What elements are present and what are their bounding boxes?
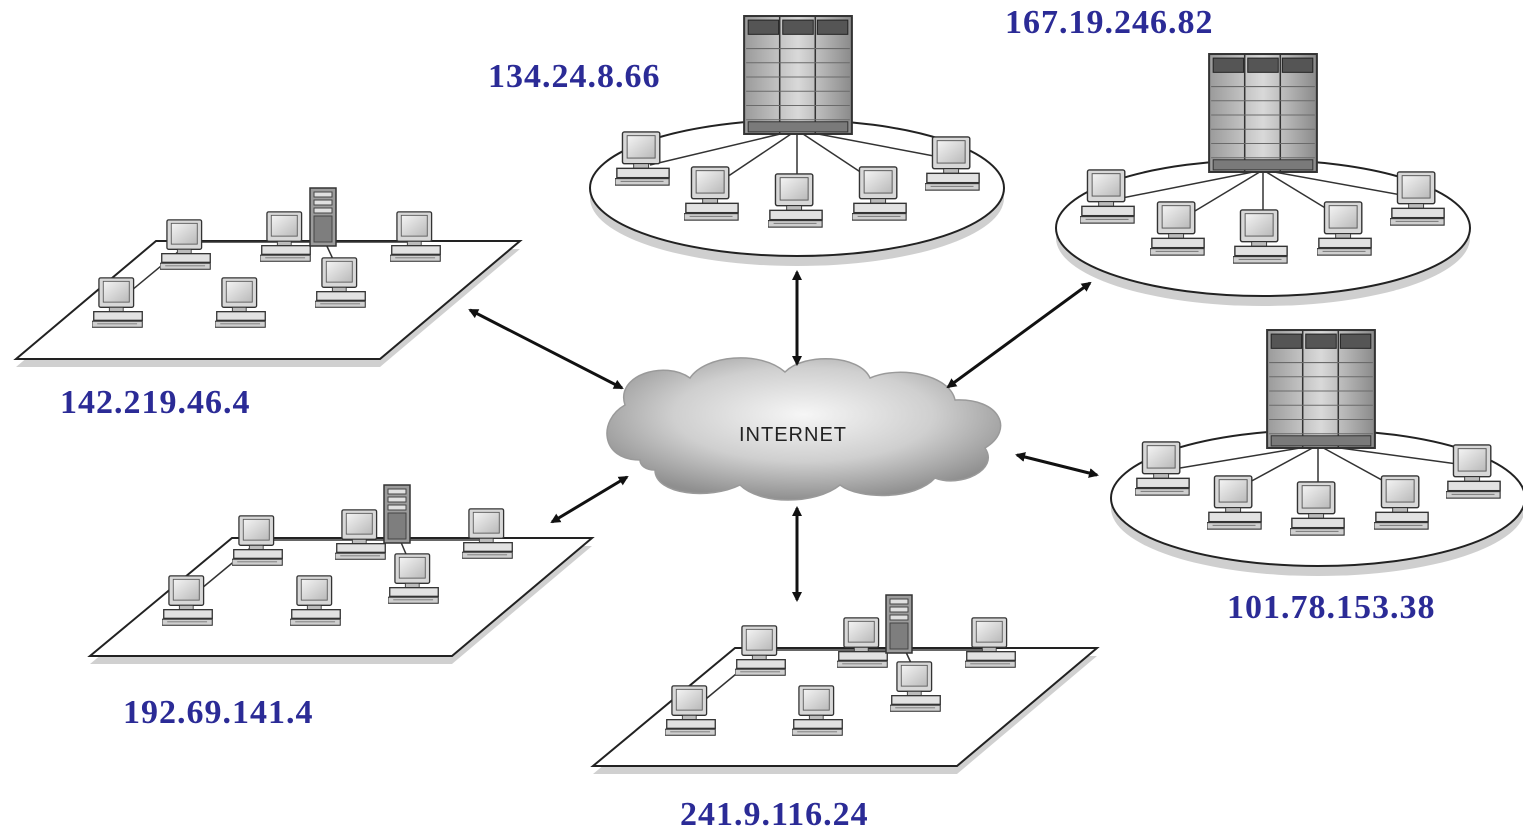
mainframe-rack-icon xyxy=(1208,53,1318,173)
double-arrow-icon xyxy=(550,475,629,524)
address-label-ring-right: 101.78.153.38 xyxy=(1227,589,1436,626)
cloud-icon xyxy=(606,357,1002,501)
double-arrow-icon xyxy=(468,308,624,390)
lan-bottom-left xyxy=(87,484,595,664)
address-label-lan-bottom-center: 241.9.116.24 xyxy=(680,796,869,833)
desktop-computer-icon xyxy=(260,211,311,262)
server-tower-icon xyxy=(885,594,913,654)
address-label-ring-top-center: 134.24.8.66 xyxy=(488,58,661,95)
server-tower-icon xyxy=(309,187,337,247)
address-label-lan-bottom-left: 192.69.141.4 xyxy=(123,694,314,731)
mainframe-rack-icon xyxy=(1266,329,1376,449)
desktop-computer-icon xyxy=(335,509,386,560)
cloud-label: INTERNET xyxy=(739,424,847,446)
internet-cloud: INTERNET xyxy=(606,357,1002,501)
double-arrow-icon xyxy=(946,281,1092,389)
ring-network-top-right xyxy=(1055,53,1471,306)
address-label-ring-top-right: 167.19.246.82 xyxy=(1005,4,1214,41)
desktop-computer-icon xyxy=(965,617,1016,668)
lan-bottom-center xyxy=(590,594,1100,774)
desktop-computer-icon xyxy=(390,211,441,262)
ring-network-right xyxy=(1110,329,1523,576)
ring-network-top-center xyxy=(589,15,1005,266)
desktop-computer-icon xyxy=(837,617,888,668)
lan-top-left xyxy=(13,187,523,367)
address-label-lan-top-left: 142.219.46.4 xyxy=(60,384,251,421)
mainframe-rack-icon xyxy=(743,15,853,135)
desktop-computer-icon xyxy=(462,508,513,559)
double-arrow-icon xyxy=(1015,452,1099,478)
connection-arrows xyxy=(468,270,1099,602)
server-tower-icon xyxy=(383,484,411,544)
